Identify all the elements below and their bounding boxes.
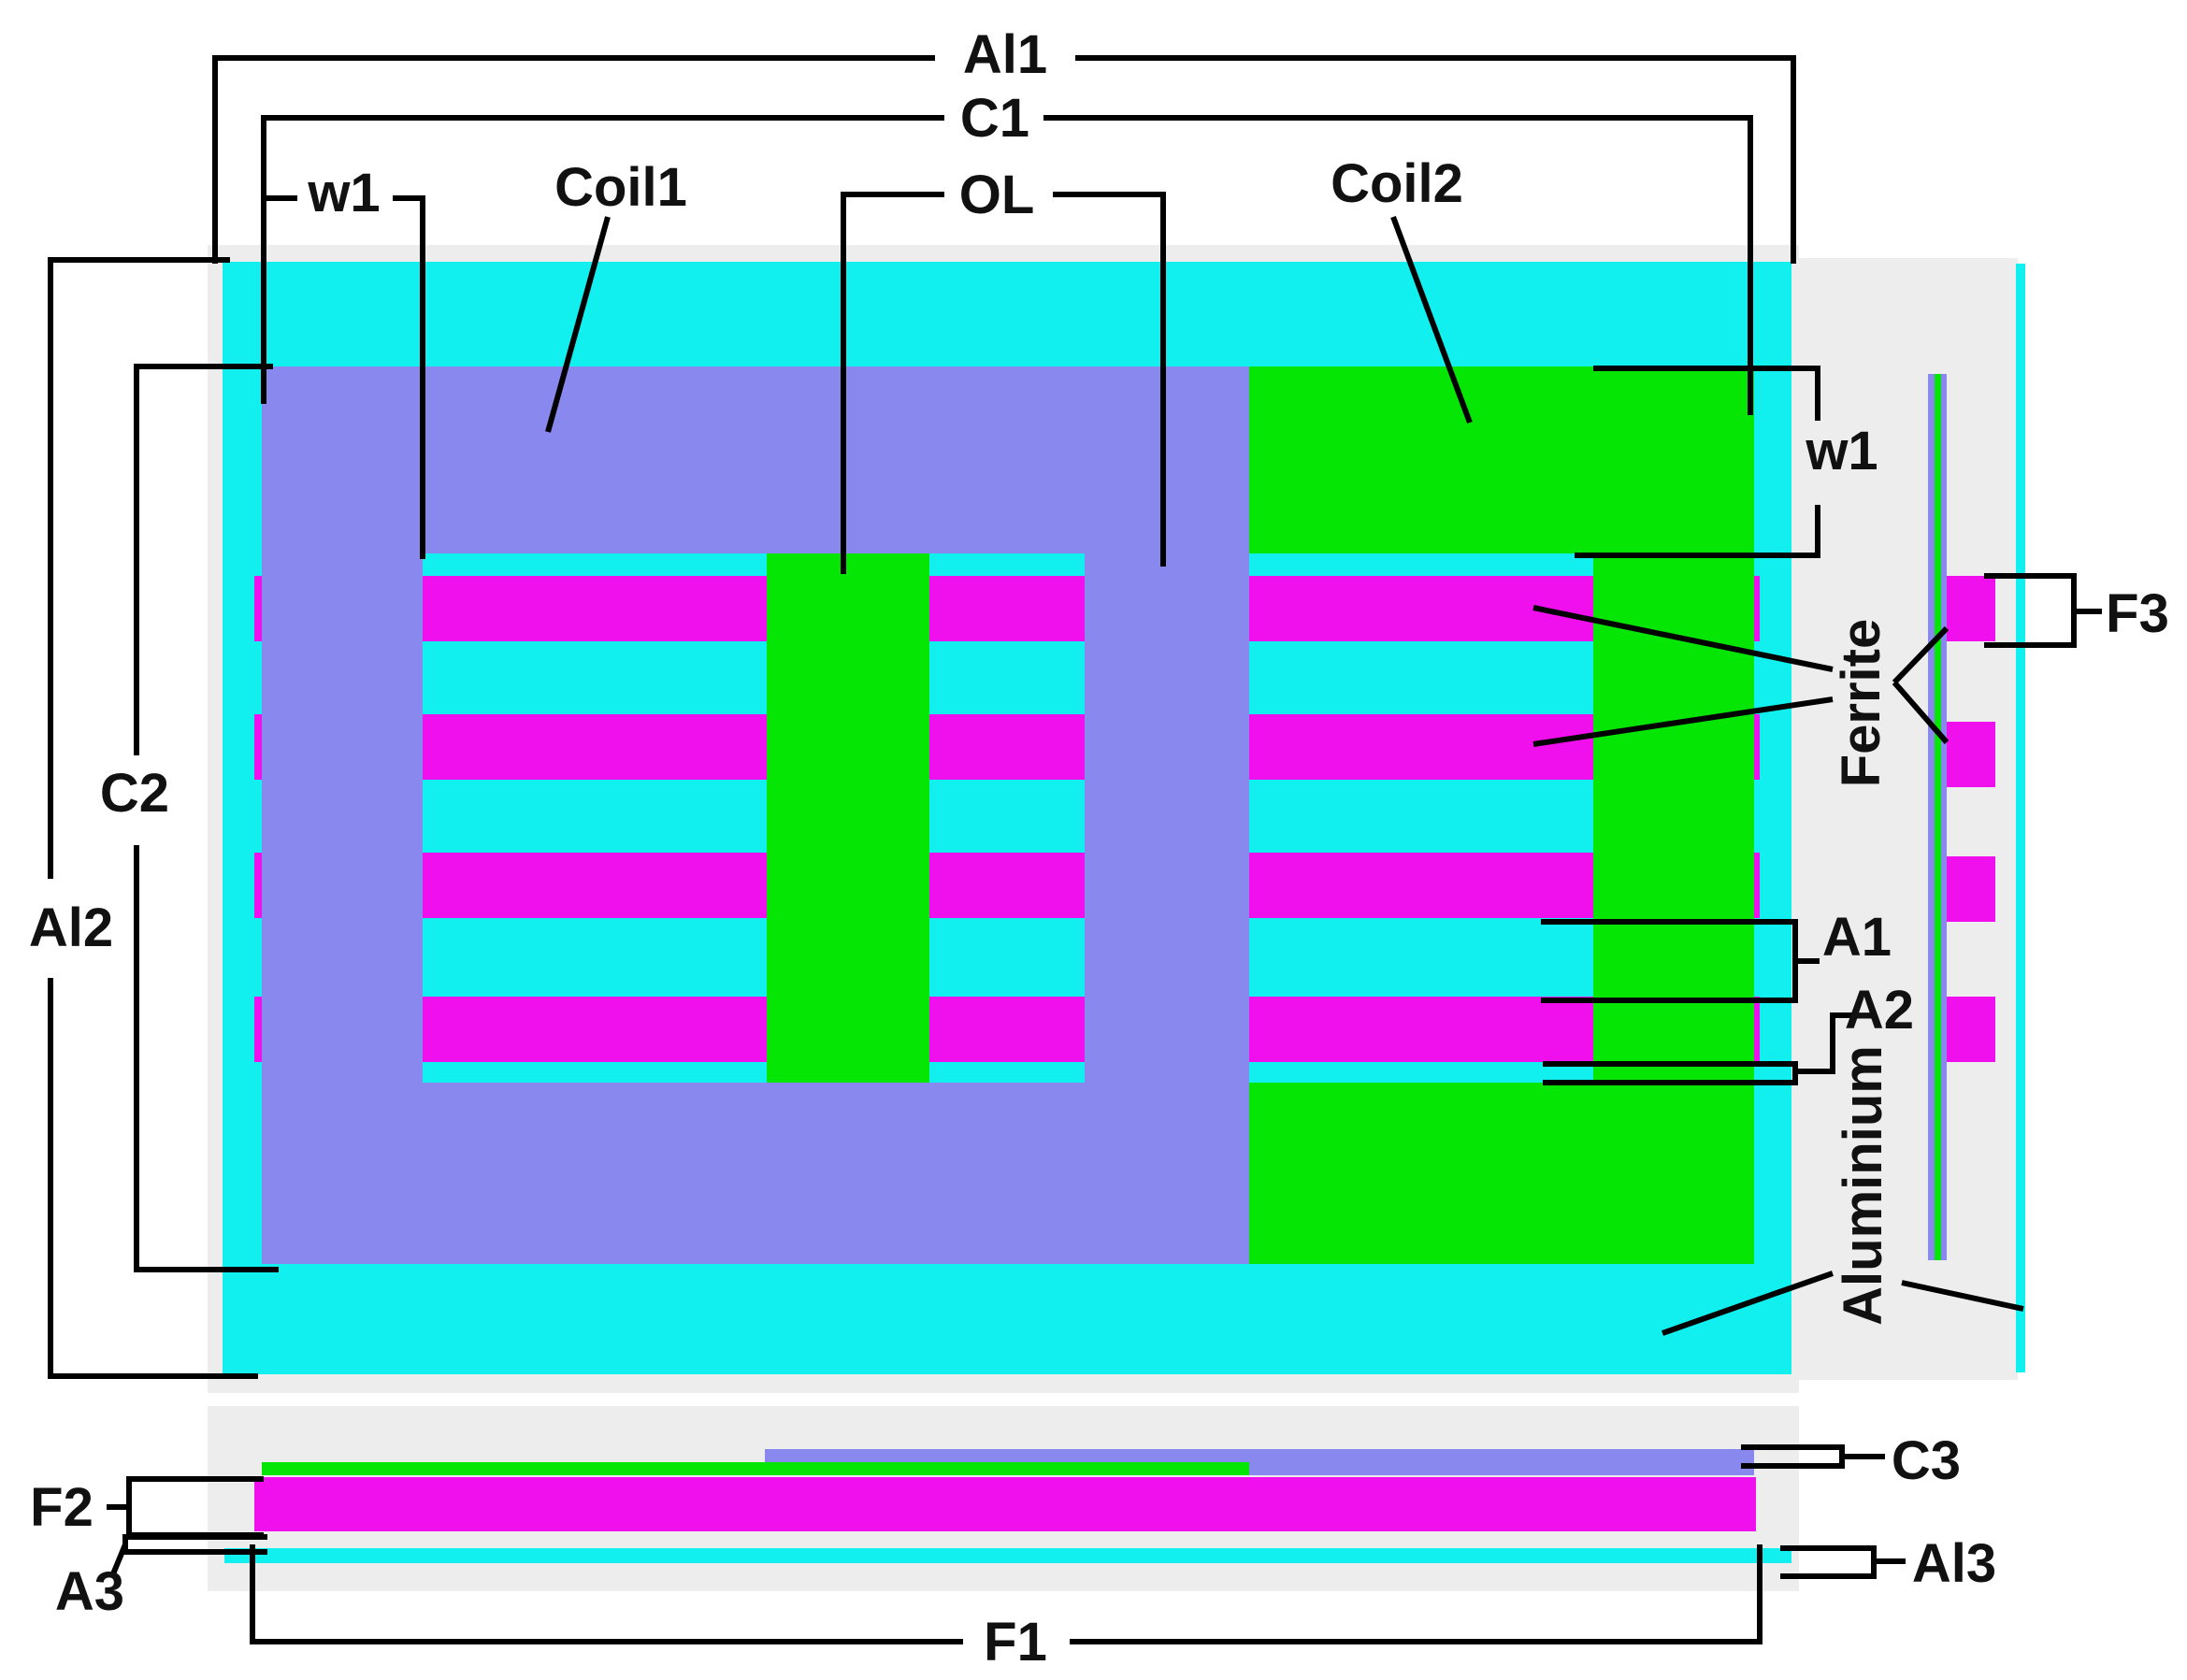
al1-bracket	[212, 55, 1796, 264]
f1-bracket	[250, 1544, 1763, 1644]
al3-bracket	[1780, 1545, 1906, 1579]
ferrite-pointer	[1532, 696, 1834, 747]
ol-label: OL	[959, 165, 1035, 225]
side-view	[1793, 258, 2025, 1380]
ferrite-stub	[1750, 576, 1760, 641]
coil2-window	[1249, 553, 1593, 1083]
aluminium-pointer	[1662, 1271, 1834, 1336]
bottom-ferrite	[254, 1477, 1756, 1531]
al2-bracket	[48, 257, 258, 1379]
a1-bracket	[1541, 919, 1820, 1003]
f1-label: F1	[984, 1612, 1047, 1673]
annotation-lines	[48, 55, 2102, 1644]
ferrite-pointer	[1892, 681, 1950, 744]
a2-bracket	[1543, 1012, 1853, 1085]
a3-bracket	[109, 1534, 267, 1578]
aluminium-pointer	[1901, 1280, 2024, 1312]
ferrite-stub	[254, 714, 262, 780]
bottom-view	[208, 1406, 1799, 1591]
c2-bracket	[134, 364, 279, 1272]
side-aluminium	[2016, 264, 2025, 1372]
al2-label: Al2	[29, 897, 113, 958]
a3-label: A3	[55, 1561, 124, 1622]
a2-label: A2	[1845, 980, 1914, 1041]
ferrite-bar	[423, 714, 1085, 780]
al1-label: Al1	[963, 24, 1047, 85]
ferrite-bar	[423, 853, 1085, 918]
coil2-label: Coil2	[1331, 153, 1463, 214]
w1-right-bracket	[1575, 366, 1820, 558]
ferrite-bar	[1249, 714, 1593, 780]
ferrite-stub	[254, 576, 262, 641]
f2-label: F2	[30, 1477, 94, 1538]
labels: Al1 C1 w1 Coil1 OL Coil2 w1 Ferrite F3 C…	[29, 24, 2169, 1673]
coil2-pointer	[1390, 215, 1473, 424]
ferrite-stub	[254, 997, 262, 1062]
aluminium-label: Aluminium	[1833, 1045, 1893, 1326]
side-view-shadow	[1793, 258, 2018, 1380]
bottom-aluminium	[224, 1548, 1791, 1563]
bottom-coil1	[765, 1449, 1754, 1462]
top-view	[208, 245, 1799, 1393]
ferrite-stub	[254, 853, 262, 918]
c2-label: C2	[100, 763, 169, 824]
bottom-coil1-lower	[1249, 1462, 1754, 1475]
ferrite-bar	[1249, 997, 1593, 1062]
c3-bracket	[1741, 1444, 1885, 1469]
ferrite-pointer	[1892, 625, 1950, 685]
side-ferrite	[1947, 997, 1995, 1062]
coil1-pointer	[545, 216, 611, 433]
w1-top-bracket	[264, 195, 425, 559]
ferrite-stub	[1750, 714, 1760, 780]
al3-label: Al3	[1912, 1533, 1996, 1594]
a1-label: A1	[1822, 907, 1892, 968]
ferrite-bar	[423, 576, 1085, 641]
side-ferrite	[1947, 856, 1995, 922]
f3-label: F3	[2106, 583, 2169, 644]
c1-label: C1	[960, 88, 1029, 149]
ferrite-bar	[1249, 853, 1593, 918]
side-ferrite	[1947, 576, 1995, 641]
bottom-coil2	[262, 1462, 1249, 1475]
c1-bracket	[261, 115, 1753, 415]
ol-bracket	[841, 192, 1166, 574]
coil1-label: Coil1	[554, 157, 687, 218]
ferrite-stub	[1750, 997, 1760, 1062]
ferrite-bar	[423, 997, 1085, 1062]
w1-right-label: w1	[1805, 421, 1878, 481]
ferrite-pointer	[1532, 605, 1834, 672]
f3-bracket	[1984, 573, 2102, 648]
ferrite-stub	[1750, 853, 1760, 918]
coil-overlap	[767, 553, 929, 1083]
coil1-window	[423, 553, 1085, 1083]
w1-top-label: w1	[307, 163, 380, 223]
c3-label: C3	[1892, 1430, 1961, 1491]
ferrite-label: Ferrite	[1831, 619, 1892, 788]
side-ferrite	[1947, 722, 1995, 787]
side-coil2	[1935, 374, 1941, 1260]
